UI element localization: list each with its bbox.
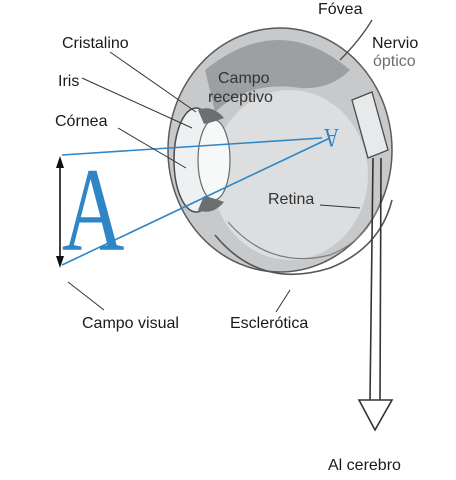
brain-pathway-arrowhead: [357, 399, 394, 432]
label-nervio: Nervio: [372, 35, 419, 52]
iris-bottom: [198, 196, 224, 212]
label-cornea: Córnea: [55, 113, 108, 130]
label-fovea: Fóvea: [318, 1, 363, 18]
label-retina: Retina: [268, 191, 315, 208]
brain-pathway-shaft-2: [379, 157, 382, 401]
brain-pathway-shaft: [369, 157, 374, 401]
label-optico: óptico: [373, 53, 416, 70]
eyeball-shading: [205, 40, 350, 112]
iris-top: [198, 108, 224, 124]
sclera-outline: [214, 199, 393, 275]
pointer-iris: [81, 77, 193, 129]
object-letter: A: [62, 143, 125, 276]
optic-nerve: [351, 91, 389, 159]
pointer-retina: [319, 204, 361, 209]
arrowhead-up: [56, 156, 64, 168]
label-esclerotica: Esclerótica: [230, 315, 309, 332]
optic-nerve-sheath: [339, 19, 373, 61]
label-al-cerebro: Al cerebro: [328, 457, 401, 474]
label-cristalino: Cristalino: [62, 35, 129, 52]
label-campo-receptivo-line2: receptivo: [208, 89, 273, 106]
pointer-cristalino: [109, 51, 197, 113]
inverted-image-letter: A: [323, 123, 339, 152]
arrowhead-down: [56, 256, 64, 268]
pointer-cornea: [117, 127, 187, 169]
label-iris: Iris: [58, 73, 80, 90]
pointer-campo-visual: [67, 281, 105, 311]
ray-bottom: [61, 137, 331, 266]
pointer-esclerotica: [275, 289, 291, 313]
ray-top: [61, 137, 323, 156]
label-campo-receptivo-line1: Campo: [218, 70, 270, 87]
label-campo-visual: Campo visual: [82, 315, 179, 332]
vitreous-body: [212, 90, 368, 260]
